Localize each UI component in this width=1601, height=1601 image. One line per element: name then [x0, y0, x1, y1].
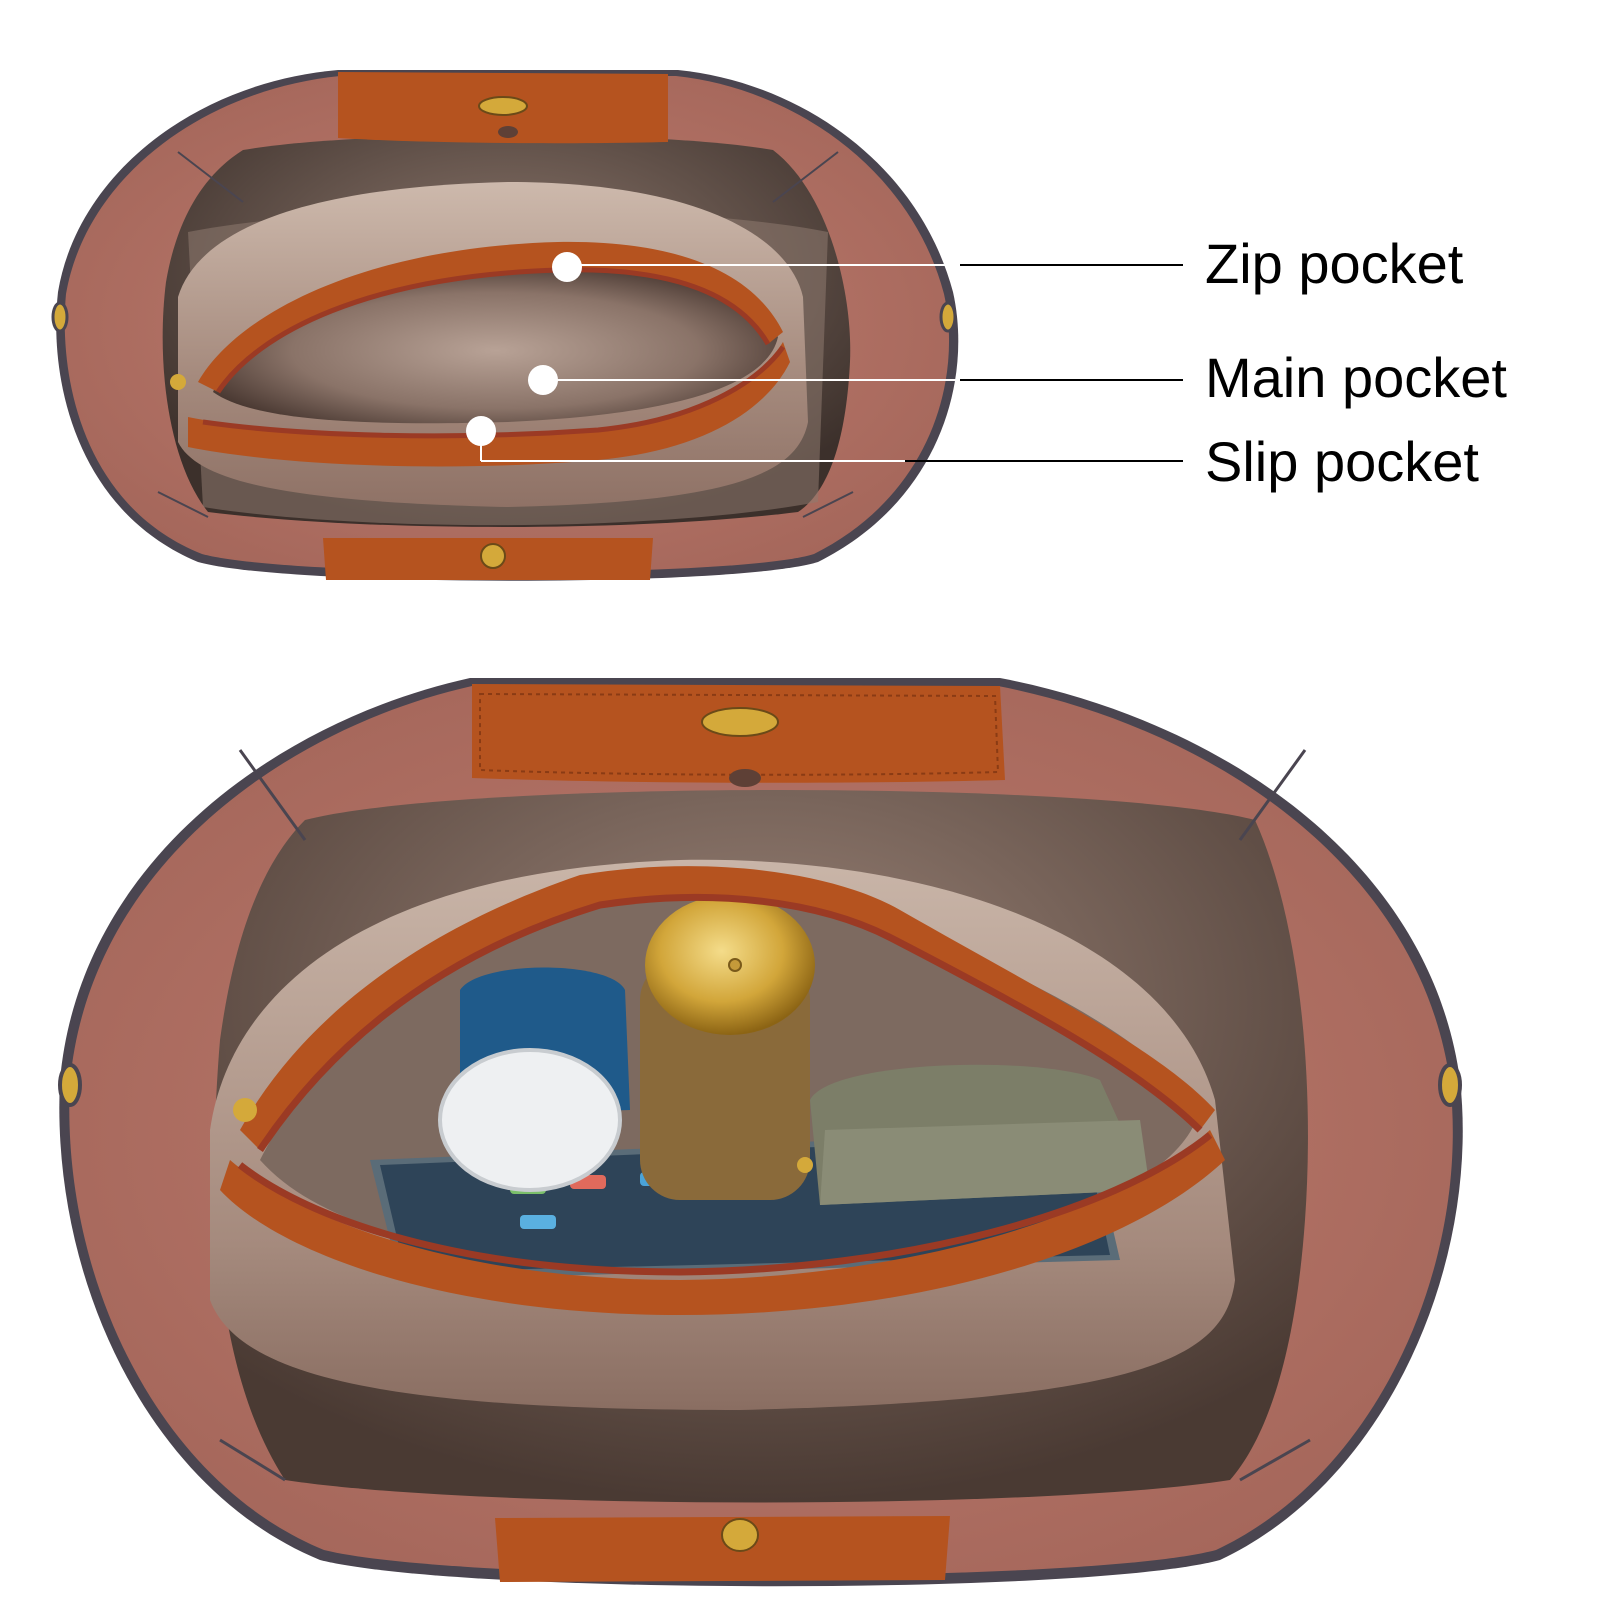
zip-pocket-dot: [552, 252, 582, 282]
main-pocket-label: Main pocket: [1205, 346, 1507, 409]
main-pocket-dot: [528, 365, 558, 395]
slip-pocket-label: Slip pocket: [1205, 430, 1479, 493]
bottom-bag-illustration: [58, 678, 1463, 1587]
top-bag-image: [38, 62, 978, 592]
top-bag-illustration: [51, 70, 959, 581]
callout-leaders: [0, 0, 1601, 600]
zip-pocket-label: Zip pocket: [1205, 232, 1464, 295]
slip-pocket-dot: [466, 416, 496, 446]
bottom-bag-image: [40, 660, 1500, 1600]
